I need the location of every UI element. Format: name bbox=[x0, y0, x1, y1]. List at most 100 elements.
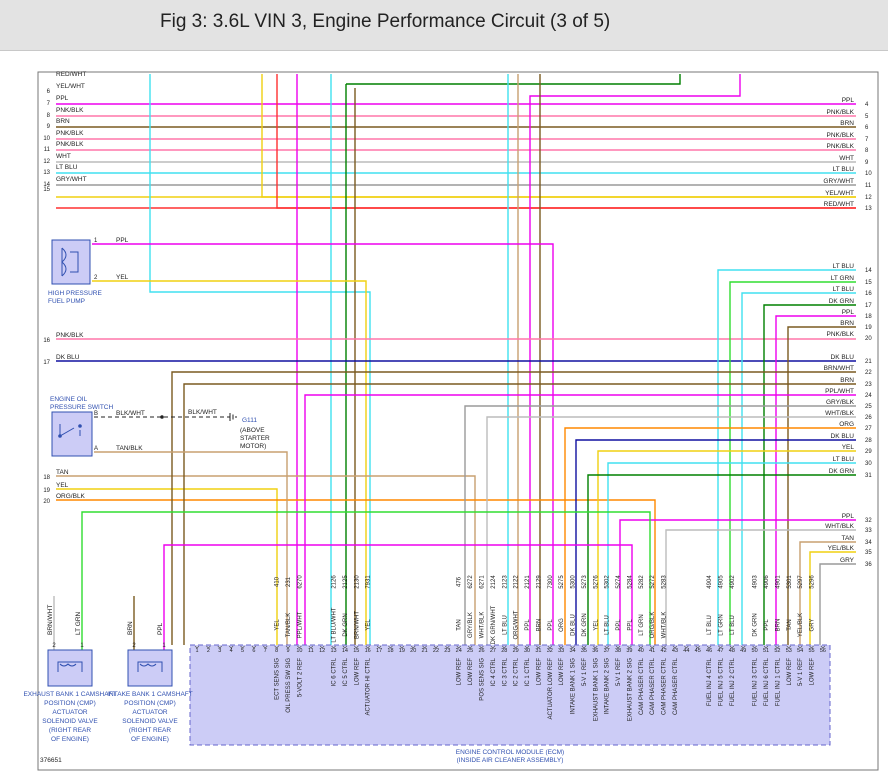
ecm-box bbox=[189, 644, 831, 746]
vertical-wire bbox=[276, 74, 856, 209]
left-wire-number: 15 bbox=[43, 187, 50, 193]
ecm-wire-color: PPL bbox=[525, 619, 531, 631]
ecm-circuit: 4901 bbox=[775, 575, 781, 589]
ecm-pin-number: 19 bbox=[399, 648, 405, 654]
label-layer: RED/WHT6YEL/WHT7PPL8PNK/BLK9BRN10PNK/BLK… bbox=[23, 71, 872, 764]
ecm-wire-color: LT GRN bbox=[718, 614, 724, 635]
ecm-pin-number: 51 bbox=[763, 648, 769, 654]
ecm-circuit: 5283 bbox=[662, 575, 668, 589]
injector-wire bbox=[741, 292, 856, 645]
ecm-pin-number: 7 bbox=[264, 648, 267, 654]
ecm-function: IC 4 CTRL bbox=[491, 657, 497, 686]
right-wire-number: 26 bbox=[865, 415, 872, 421]
right-wire-label: GRY/BLK bbox=[826, 399, 855, 406]
pin-terminal bbox=[206, 645, 211, 649]
pin-terminal bbox=[684, 645, 689, 649]
ecm-circuit: 5301 bbox=[787, 575, 793, 589]
actuator-wire-label: PPL bbox=[157, 622, 164, 635]
ecm-circuit: 5276 bbox=[593, 575, 599, 589]
ecm-function: IC 1 CTRL bbox=[525, 657, 531, 686]
left-wire-number: 6 bbox=[47, 89, 51, 95]
harness-wire bbox=[56, 499, 656, 645]
right-wire-label: PNK/BLK bbox=[827, 109, 855, 116]
actuator-pin: 1 bbox=[162, 643, 166, 649]
right-wire-number: 36 bbox=[865, 562, 872, 568]
left-wire-number: 8 bbox=[47, 113, 51, 119]
ecm-function: OIL PRESS SW SIG bbox=[286, 658, 292, 713]
right-wire-label: TAN bbox=[841, 535, 854, 542]
left-wire-label: ORG/BLK bbox=[56, 493, 86, 500]
solenoid-icon bbox=[57, 661, 83, 672]
ecm-pin-number: 16 bbox=[365, 648, 371, 654]
right-wire-label: LT BLU bbox=[833, 456, 855, 463]
pin-terminal bbox=[706, 645, 712, 649]
wiring-diagram: RED/WHT6YEL/WHT7PPL8PNK/BLK9BRN10PNK/BLK… bbox=[23, 71, 879, 771]
right-wire-label: PPL/WHT bbox=[825, 388, 854, 395]
pin-terminal bbox=[581, 645, 587, 649]
ecm-function: FUEL INJ 3 CTRL bbox=[753, 657, 759, 706]
pin-terminal bbox=[695, 645, 700, 649]
ecm-circuit: 4904 bbox=[707, 575, 713, 589]
pin-terminal bbox=[433, 645, 439, 649]
pin-terminal bbox=[319, 645, 325, 649]
right-wire-label: PPL bbox=[842, 309, 855, 316]
left-wire-number: 10 bbox=[43, 136, 50, 142]
ecm-function: LOW REF bbox=[468, 658, 474, 686]
pin-terminal bbox=[467, 645, 473, 649]
ecm-wire-color: DK GRN/WHT bbox=[491, 605, 497, 644]
right-wire-number: 14 bbox=[865, 268, 872, 274]
ground-note: MOTOR) bbox=[240, 443, 266, 450]
pin-terminal bbox=[490, 645, 496, 649]
ecm-function: IC 6 CTRL bbox=[332, 657, 338, 686]
harness-wire bbox=[464, 405, 856, 645]
ecm-circuit: 6270 bbox=[297, 575, 303, 589]
ecm-wire-color: DK BLU bbox=[571, 614, 577, 636]
right-wire-number: 11 bbox=[865, 183, 872, 189]
left-wire-number: 18 bbox=[43, 475, 50, 481]
harness-wire bbox=[486, 416, 856, 645]
right-wire-number: 24 bbox=[865, 393, 872, 399]
harness-wire bbox=[607, 462, 856, 645]
right-wire-label: DK BLU bbox=[831, 354, 855, 361]
ecm-pin-number: 8 bbox=[275, 648, 278, 654]
ecm-pin-number: 55 bbox=[808, 648, 814, 654]
cmp-actuator bbox=[127, 649, 173, 687]
left-wire-number: 9 bbox=[47, 124, 51, 130]
ecm-circuit: 5284 bbox=[627, 575, 633, 589]
ecm-wire-color: GRY bbox=[810, 619, 816, 632]
ecm-wire-color: TAN/BLK bbox=[286, 613, 292, 638]
ecm-pin-number: 34 bbox=[569, 648, 575, 654]
right-wire-label: BRN bbox=[840, 377, 854, 384]
ecm-function: EXHAUST BANK 2 SIG bbox=[627, 658, 633, 722]
actuator-pin: 2 bbox=[132, 643, 136, 649]
harness-wire bbox=[819, 563, 856, 645]
vertical-wire bbox=[261, 74, 856, 198]
ecm-circuit: 6271 bbox=[480, 575, 486, 589]
pin-terminal bbox=[524, 645, 530, 649]
ecm-circuit: 5275 bbox=[559, 575, 565, 589]
right-wire-label: WHT/BLK bbox=[825, 410, 855, 417]
ecm-function: CAM PHASER CTRL bbox=[650, 657, 656, 715]
ecm-circuit: 410 bbox=[275, 576, 281, 587]
pin-terminal bbox=[786, 645, 792, 649]
ecm-circuit: 5282 bbox=[639, 575, 645, 589]
right-wire-number: 30 bbox=[865, 461, 872, 467]
ecm-function: ECT SENS SIG bbox=[275, 658, 281, 700]
ecm-wire-color: PPL bbox=[627, 619, 633, 631]
vertical-wire bbox=[149, 74, 371, 645]
ecm-circuit: 2122 bbox=[514, 575, 520, 589]
right-wire-label: WHT bbox=[839, 155, 854, 162]
left-wire-number: 19 bbox=[43, 488, 50, 494]
ecm-circuit: 5302 bbox=[605, 575, 611, 589]
page-title: Fig 3: 3.6L VIN 3, Engine Performance Ci… bbox=[160, 11, 611, 32]
pump-pin: 2 bbox=[94, 275, 98, 281]
left-wire-label: WHT bbox=[56, 153, 71, 160]
harness-wire bbox=[183, 383, 856, 645]
ecm-circuit: 4902 bbox=[730, 575, 736, 589]
actuator-pin: 1 bbox=[80, 643, 84, 649]
ecm-pin-number: 24 bbox=[456, 648, 462, 654]
solenoid-icon bbox=[137, 661, 163, 672]
left-wire-label: TAN bbox=[56, 469, 69, 476]
ecm-pin-number: 47 bbox=[717, 648, 723, 654]
right-wire-number: 9 bbox=[865, 160, 869, 166]
